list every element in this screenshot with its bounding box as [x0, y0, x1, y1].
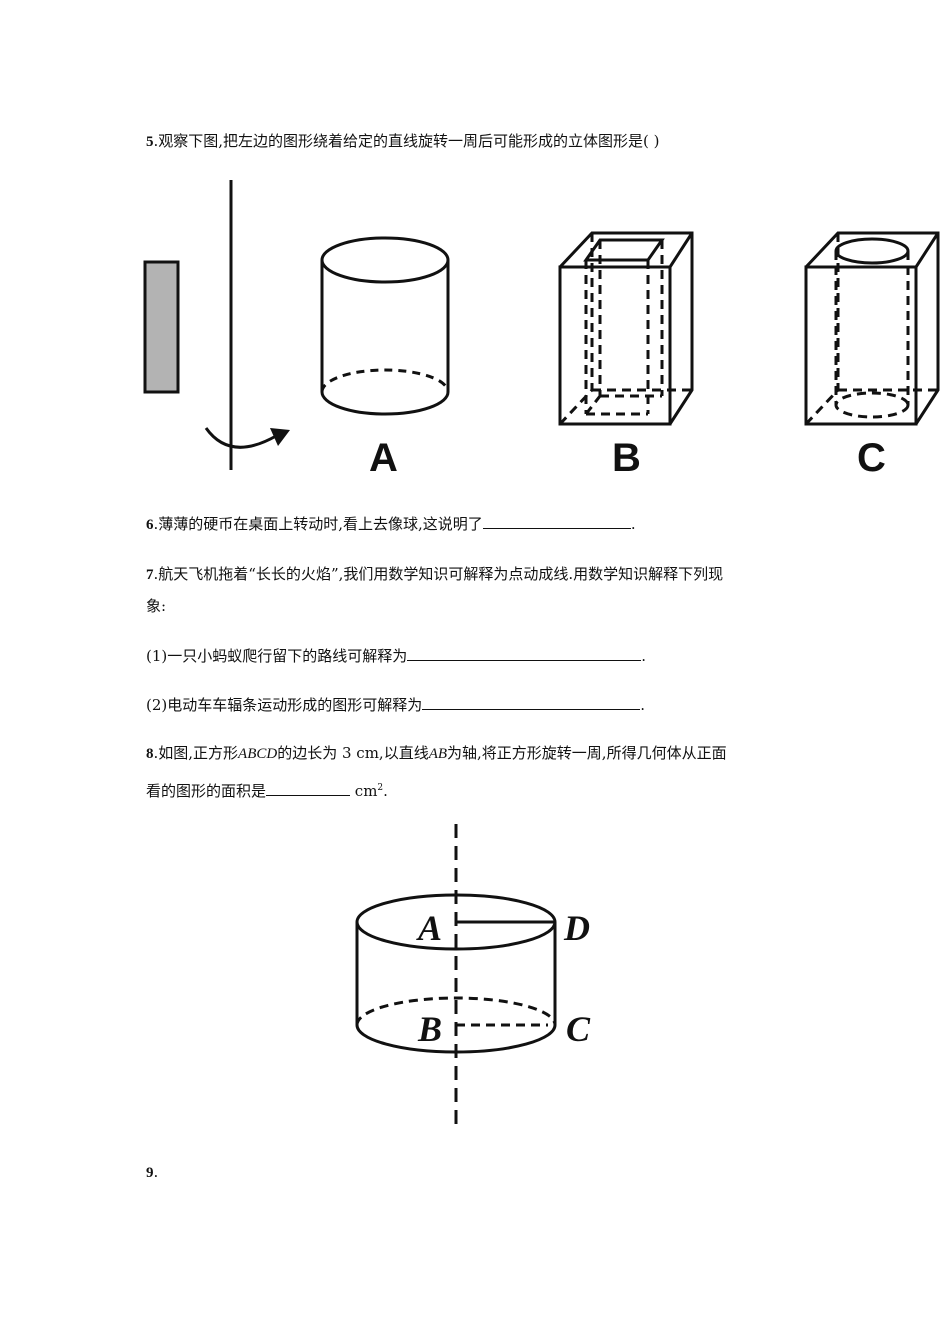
- question-number: 6: [146, 517, 154, 533]
- rotation-arrow-icon: [204, 427, 277, 449]
- arrowhead-icon: [270, 428, 290, 446]
- shaded-rectangle: [143, 260, 180, 394]
- question-7-continued: 象:: [146, 597, 167, 615]
- option-c-box-with-cylinder-hole: [804, 231, 940, 426]
- answer-blank[interactable]: [482, 514, 631, 529]
- question-8-figure: [355, 824, 557, 1128]
- point-b-label: B: [417, 1009, 442, 1049]
- question-text: .航天飞机拖着“长长的火焰”,我们用数学知识可解释为点动成线.用数学知识解释下列…: [153, 565, 724, 583]
- question-5: 5.观察下图,把左边的图形绕着给定的直线旋转一周后可能形成的立体图形是( ): [146, 131, 660, 152]
- question-text: .观察下图,把左边的图形绕着给定的直线旋转一周后可能形成的立体图形是( ): [153, 132, 660, 150]
- point-a-label: A: [416, 908, 442, 948]
- answer-blank[interactable]: [422, 695, 641, 710]
- question-number: 9: [146, 1165, 154, 1181]
- option-c-label: C: [857, 436, 886, 480]
- answer-blank[interactable]: [407, 646, 642, 661]
- question-text: .薄薄的硬币在桌面上转动时,看上去像球,这说明了: [153, 515, 483, 533]
- option-b-hollow-box: [558, 231, 694, 426]
- question-7-part-2: (2)电动车车辐条运动形成的图形可解释为.: [146, 695, 646, 714]
- question-9: 9.: [146, 1163, 159, 1181]
- option-a-label: A: [369, 436, 398, 480]
- question-8: 8.如图,正方形ABCD的边长为 3 cm,以直线AB为轴,将正方形旋转一周,所…: [146, 744, 727, 762]
- option-b-label: B: [612, 436, 641, 480]
- answer-blank[interactable]: [266, 781, 351, 796]
- question-number: 7: [146, 567, 154, 583]
- question-7: 7.航天飞机拖着“长长的火焰”,我们用数学知识可解释为点动成线.用数学知识解释下…: [146, 564, 723, 585]
- question-6: 6.薄薄的硬币在桌面上转动时,看上去像球,这说明了.: [146, 514, 636, 533]
- question-number: 8: [146, 746, 154, 762]
- option-a-cylinder: [320, 236, 450, 416]
- question-7-part-1: (1)一只小蚂蚁爬行留下的路线可解释为.: [146, 646, 647, 665]
- question-number: 5: [146, 134, 154, 150]
- question-8-continued: 看的图形的面积是 cm2.: [146, 781, 388, 800]
- point-d-label: D: [563, 908, 590, 948]
- point-c-label: C: [566, 1009, 591, 1049]
